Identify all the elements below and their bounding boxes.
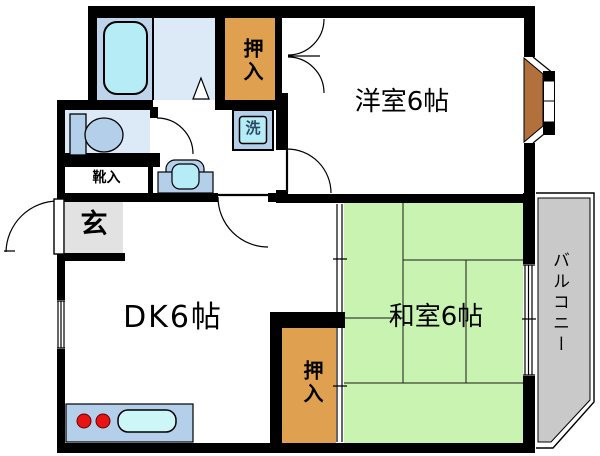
wall-west-left-mid <box>276 93 288 150</box>
vanity-bowl <box>171 163 200 190</box>
wall-washroom-closet <box>215 18 225 100</box>
sliding-door-dk <box>333 204 347 317</box>
western-room-label: 洋室6帖 <box>354 87 450 117</box>
entrance-door-arc <box>4 200 59 253</box>
entrance-area <box>65 197 123 253</box>
wall-toilet-stub <box>150 107 158 118</box>
shoe-cabinet-area <box>65 167 148 193</box>
wall-top <box>88 6 535 18</box>
bath-door-mark <box>192 76 210 100</box>
wall-left-lower <box>57 348 65 443</box>
wall-toilet-bottom <box>57 153 160 167</box>
dk-label: DK6帖 <box>123 300 223 335</box>
closet-door-arcs <box>287 18 325 94</box>
dk-door-arc <box>217 196 269 248</box>
wall-closet2-top <box>270 312 345 328</box>
stove-burner-2 <box>95 413 111 429</box>
balcony-outer-line <box>536 192 595 449</box>
wall-west-left-top <box>276 6 288 18</box>
bay-window-block-top <box>543 71 555 81</box>
wall-bath-divider <box>152 18 154 100</box>
bathtub <box>103 21 148 95</box>
closet-lower-area <box>282 328 336 443</box>
wall-right-top-1 <box>524 6 535 57</box>
closet-upper-area <box>225 18 275 100</box>
wall-right-top-2 <box>524 143 535 195</box>
wall-closet-right <box>275 18 282 100</box>
japanese-room-window-lines <box>522 264 536 376</box>
washer-inner <box>238 115 268 145</box>
wall-hall-dk-left <box>57 193 218 202</box>
wall-mid-horizontal <box>288 194 535 203</box>
kitchen-sink <box>117 409 177 433</box>
toilet-bowl <box>84 117 124 153</box>
wall-shoebox-right <box>148 167 153 193</box>
balcony-floor <box>537 197 591 443</box>
balcony-label: バルコニー <box>549 250 569 356</box>
japanese-room-area <box>344 203 523 443</box>
bay-window-block-bottom <box>543 122 555 135</box>
bay-window <box>523 56 544 144</box>
washer-label: 洗 <box>245 119 261 137</box>
toilet-tank <box>69 113 87 156</box>
entrance-door-leaf <box>53 198 65 255</box>
wall-right-mid-1 <box>523 193 535 265</box>
sliding-door-closet <box>333 328 347 442</box>
wall-bath-left <box>88 6 97 105</box>
closet-upper-label: 押入 <box>240 38 264 84</box>
wall-entrance-stub <box>57 253 125 261</box>
japanese-room-label: 和室6帖 <box>388 302 484 332</box>
shoe-cabinet-label: 靴入 <box>92 170 121 186</box>
wall-bottom <box>57 443 535 453</box>
washroom-area <box>154 18 215 100</box>
wall-left-middle <box>57 253 65 301</box>
tatami-lines <box>344 203 523 384</box>
entrance-label: 玄 <box>80 209 108 240</box>
wall-right-mid-2 <box>523 375 535 443</box>
wall-bath-bottom-right <box>215 100 285 110</box>
wall-closet2-left <box>270 312 282 453</box>
closet-lower-label: 押入 <box>300 360 324 406</box>
west-room-door-arc <box>286 148 332 194</box>
dk-window-lines <box>57 300 65 349</box>
toilet-door-arc <box>156 117 194 155</box>
wall-bath-bottom-left <box>57 100 153 110</box>
wall-hall-dk-right <box>268 193 288 202</box>
wall-left-upper <box>57 100 65 200</box>
stove-burner-1 <box>76 413 92 429</box>
